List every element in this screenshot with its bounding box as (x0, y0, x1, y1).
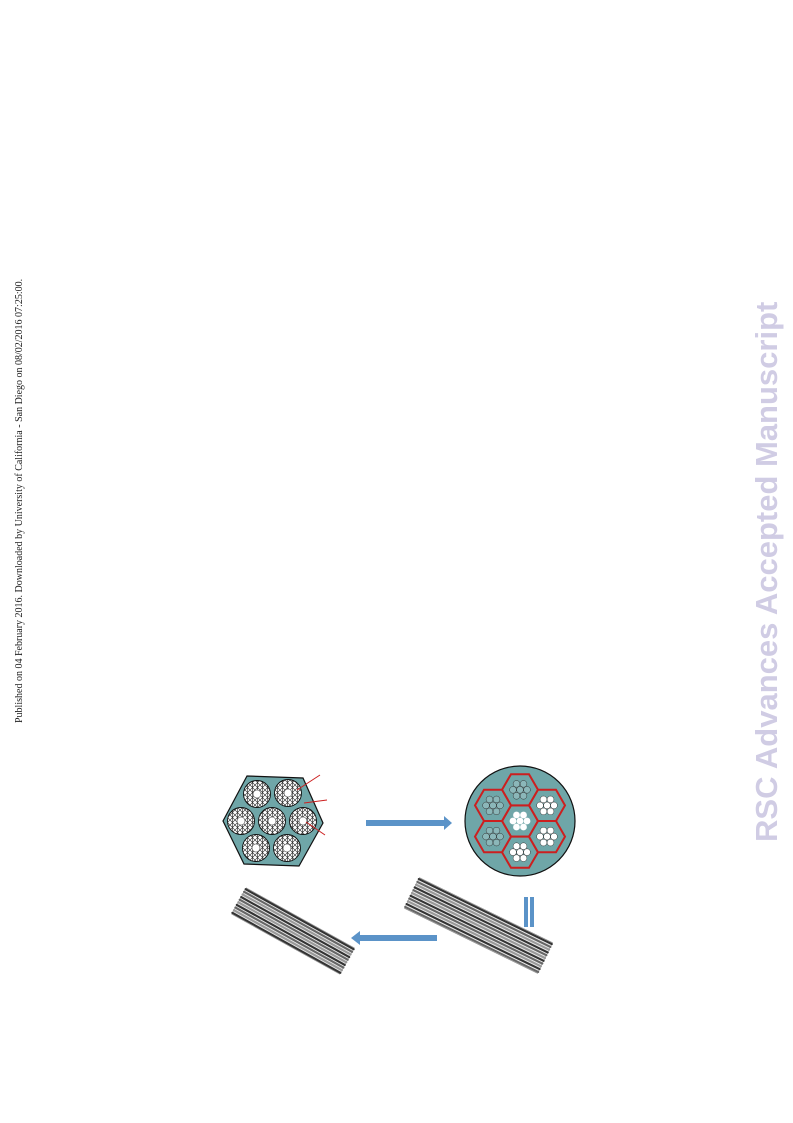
pore (512, 780, 521, 788)
mesoporous-disc-cross-section (464, 765, 576, 877)
pore (489, 801, 497, 810)
pore (546, 795, 555, 804)
pore (539, 838, 548, 847)
pore (523, 817, 531, 825)
pore (482, 832, 490, 841)
pore (519, 842, 528, 850)
rod-right-channel (417, 878, 553, 946)
pore (543, 832, 551, 841)
pore (509, 817, 517, 825)
rod-right-channel (406, 900, 542, 968)
rod-right-channel (413, 886, 549, 954)
rod-right-channel (409, 894, 545, 962)
pore (485, 826, 494, 835)
pore (536, 801, 544, 810)
rod-left-channel (235, 903, 346, 966)
rod-left-channel (240, 896, 351, 959)
micelle-core (282, 843, 292, 853)
rod-left-channel (241, 893, 352, 956)
pore (520, 811, 527, 819)
hexagonal-micelle-array (222, 774, 328, 867)
pore (516, 848, 524, 856)
pore (509, 786, 517, 794)
label-pointer-lines (296, 774, 328, 836)
pore (492, 826, 501, 835)
rod-left-channel (231, 911, 342, 974)
rod-right-channel (405, 903, 541, 971)
pore (513, 823, 520, 831)
micelle-core (236, 816, 246, 826)
pore (546, 826, 555, 835)
rod-left-channel (244, 888, 355, 951)
pore (482, 801, 490, 810)
left-arrow (351, 931, 437, 945)
hexagonal-domain-group (473, 773, 567, 869)
pore (516, 817, 524, 825)
pore (523, 848, 531, 856)
rod-left-channel (232, 909, 343, 972)
micelle-core (283, 788, 293, 798)
pore (516, 786, 524, 794)
rod-right-channel (415, 883, 551, 951)
pore (513, 811, 520, 819)
pore (496, 801, 504, 810)
pore (519, 780, 528, 788)
pore (550, 832, 558, 841)
micelle-group (227, 779, 317, 862)
pore (492, 795, 501, 804)
micelle-core (298, 816, 308, 826)
pore (523, 786, 531, 794)
pore (485, 795, 494, 804)
pore (512, 792, 521, 800)
micelle-core (251, 843, 261, 853)
rod-right-channel (412, 889, 548, 957)
pore (539, 795, 548, 804)
rod-left-body (231, 887, 355, 975)
micelle-core (267, 816, 277, 826)
pore (539, 826, 548, 835)
pore (519, 792, 528, 800)
rod-right-channel (408, 897, 544, 965)
right-arrow (366, 816, 452, 830)
pore (539, 807, 548, 816)
micelle-core (252, 789, 262, 799)
rod-right-channel (416, 880, 552, 948)
pore (536, 832, 544, 841)
pore (512, 842, 521, 850)
rod-left-channel (237, 901, 348, 964)
pore (489, 832, 497, 841)
rod-left-channel (243, 890, 354, 953)
pore (512, 854, 521, 862)
channelled-rod (404, 877, 553, 974)
empty-striped-rod (231, 887, 355, 975)
pore (496, 832, 504, 841)
pore (519, 854, 528, 862)
pore (485, 807, 494, 816)
rod-right-channel (410, 891, 547, 960)
rod-right-channel (404, 905, 540, 973)
pore (485, 838, 494, 847)
rod-left-channel (234, 906, 345, 969)
rod-left-channel (238, 898, 349, 961)
pore (543, 801, 551, 810)
pore (520, 823, 527, 831)
pore (546, 807, 555, 816)
pore (492, 838, 501, 847)
pore (546, 838, 555, 847)
pore (550, 801, 558, 810)
pore (492, 807, 501, 816)
down-arrow (524, 897, 534, 927)
pore (509, 848, 517, 856)
